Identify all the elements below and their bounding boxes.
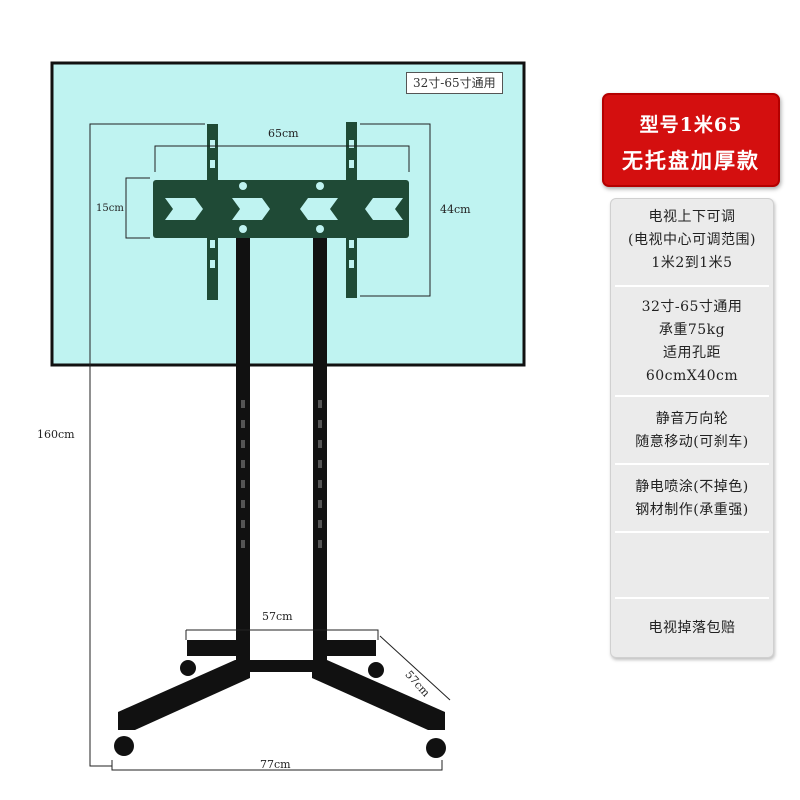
- model-variant: 无托盘加厚款: [622, 148, 760, 173]
- bracket-slots: [165, 182, 403, 233]
- spec-line: 承重75kg: [658, 322, 726, 338]
- spec-wheels: 静音万向轮 随意移动(可刹车): [611, 408, 773, 454]
- spec-line: 电视掉落包赔: [648, 620, 736, 636]
- spec-line: 60cmX40cm: [645, 368, 739, 384]
- bracket-plate: [153, 180, 409, 238]
- spec-line: 随意移动(可刹车): [635, 434, 749, 450]
- caster-wheels: [114, 660, 446, 758]
- vesa-height-label: 44cm: [440, 203, 471, 216]
- spec-panel: 电视上下可调 (电视中心可调范围) 1米2到1米5 32寸-65寸通用 承重75…: [610, 198, 774, 658]
- product-illustration: 32寸-65寸通用 65cm 15cm 44cm 160cm 57cm 57cm…: [37, 61, 526, 771]
- spec-capacity: 32寸-65寸通用 承重75kg 适用孔距 60cmX40cm: [611, 296, 773, 388]
- tv-size-label: 32寸-65寸通用: [406, 72, 503, 94]
- tv-stand-drawing: [50, 61, 526, 771]
- total-height-label: 160cm: [37, 428, 75, 441]
- model-badge: 型号1米65 无托盘加厚款: [602, 93, 780, 187]
- model-name: 型号1米65: [639, 114, 743, 136]
- spec-guarantee: 电视掉落包赔: [611, 617, 773, 640]
- spec-height-adjust: 电视上下可调 (电视中心可调范围) 1米2到1米5: [611, 206, 773, 275]
- dimension-lines: [89, 123, 451, 771]
- spec-line: 静音万向轮: [655, 411, 729, 427]
- bracket-height-label: 15cm: [96, 203, 124, 214]
- spec-divider: [615, 597, 769, 599]
- spec-divider: [615, 531, 769, 533]
- spec-material: 静电喷涂(不掉色) 钢材制作(承重强): [611, 476, 773, 522]
- spec-line: 静电喷涂(不掉色): [635, 479, 749, 495]
- base-outer-width-label: 77cm: [260, 758, 291, 771]
- stand-base: [118, 640, 445, 730]
- spec-line: 钢材制作(承重强): [635, 502, 749, 518]
- bracket-width-label: 65cm: [268, 127, 299, 140]
- pole-holes: [241, 400, 322, 548]
- spec-line: 电视上下可调: [648, 209, 736, 225]
- spec-line: 32寸-65寸通用: [641, 299, 743, 315]
- spec-divider: [615, 285, 769, 287]
- spec-divider: [615, 395, 769, 397]
- base-inner-width-label: 57cm: [262, 610, 293, 623]
- spec-line: 适用孔距: [663, 345, 721, 361]
- spec-line: 1米2到1米5: [651, 255, 733, 271]
- spec-divider: [615, 463, 769, 465]
- spec-line: (电视中心可调范围): [628, 232, 756, 248]
